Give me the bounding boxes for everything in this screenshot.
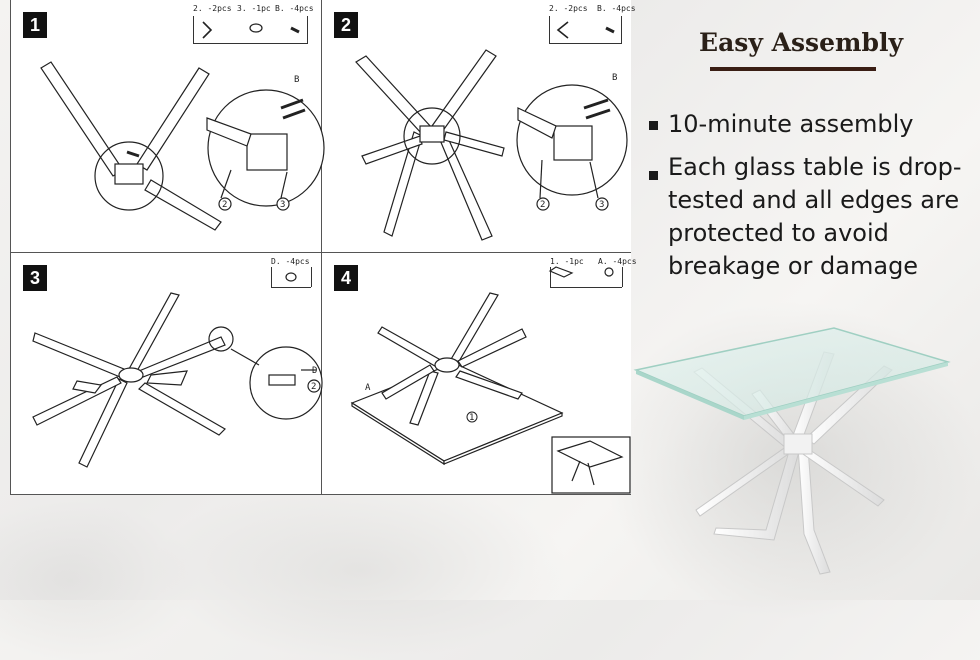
step-2-part: B. -4pcs: [597, 4, 636, 13]
callout-2: 2: [222, 200, 227, 210]
callout-1: 1: [469, 413, 474, 423]
step-2-panel: 2 2. -2pcs B. -4pcs: [322, 0, 636, 253]
step-1-badge: 1: [23, 12, 47, 38]
step-1-part: B. -4pcs: [275, 4, 314, 13]
step-3-part: D. -4pcs: [271, 257, 310, 266]
callout-a: A: [365, 383, 371, 393]
step-2-part: 2. -2pcs: [549, 4, 588, 13]
bullet-square-icon: [649, 121, 658, 130]
step-4-panel: 4 1. -1pc A. -4pcs: [322, 253, 637, 494]
step-1-part: 3. -1pc: [237, 4, 271, 13]
assembly-instructions-grid: 1 2. -2pcs 3. -1pc B. -4pcs: [10, 0, 637, 495]
bullet-text: Each glass table is drop-tested and all …: [668, 153, 962, 280]
callout-2: 2: [311, 382, 316, 392]
callout-3: 3: [280, 200, 285, 210]
step-2-illustration: B 2 3: [355, 21, 628, 241]
callout-b: B: [612, 73, 617, 83]
callout-d: D: [312, 366, 317, 376]
step-3-panel: 3 D. -4pcs: [11, 253, 323, 494]
feature-list: 10-minute assembly Each glass table is d…: [648, 108, 966, 293]
step-3-illustration: D 2: [32, 272, 323, 468]
bullet-square-icon: [649, 171, 658, 180]
list-item: Each glass table is drop-tested and all …: [648, 151, 966, 283]
step-2-badge: 2: [334, 12, 358, 38]
page-title: Easy Assembly: [699, 28, 903, 57]
step-4-part: 1. -1pc: [550, 257, 584, 266]
step-1-part: 2. -2pcs: [193, 4, 232, 13]
title-underline: [710, 67, 876, 71]
callout-3: 3: [599, 200, 604, 210]
step-1-panel: 1 2. -2pcs 3. -1pc B. -4pcs: [11, 0, 325, 253]
step-4-part: A. -4pcs: [598, 257, 637, 266]
bullet-text: 10-minute assembly: [668, 110, 914, 138]
callout-b: B: [294, 75, 299, 85]
step-3-badge: 3: [23, 265, 47, 291]
list-item: 10-minute assembly: [648, 108, 966, 141]
callout-2: 2: [540, 200, 545, 210]
glass-table-product-image: [633, 320, 970, 600]
step-4-badge: 4: [334, 265, 358, 291]
step-4-illustration: A 1: [350, 266, 631, 494]
step-1-illustration: B 2 3: [40, 21, 325, 231]
